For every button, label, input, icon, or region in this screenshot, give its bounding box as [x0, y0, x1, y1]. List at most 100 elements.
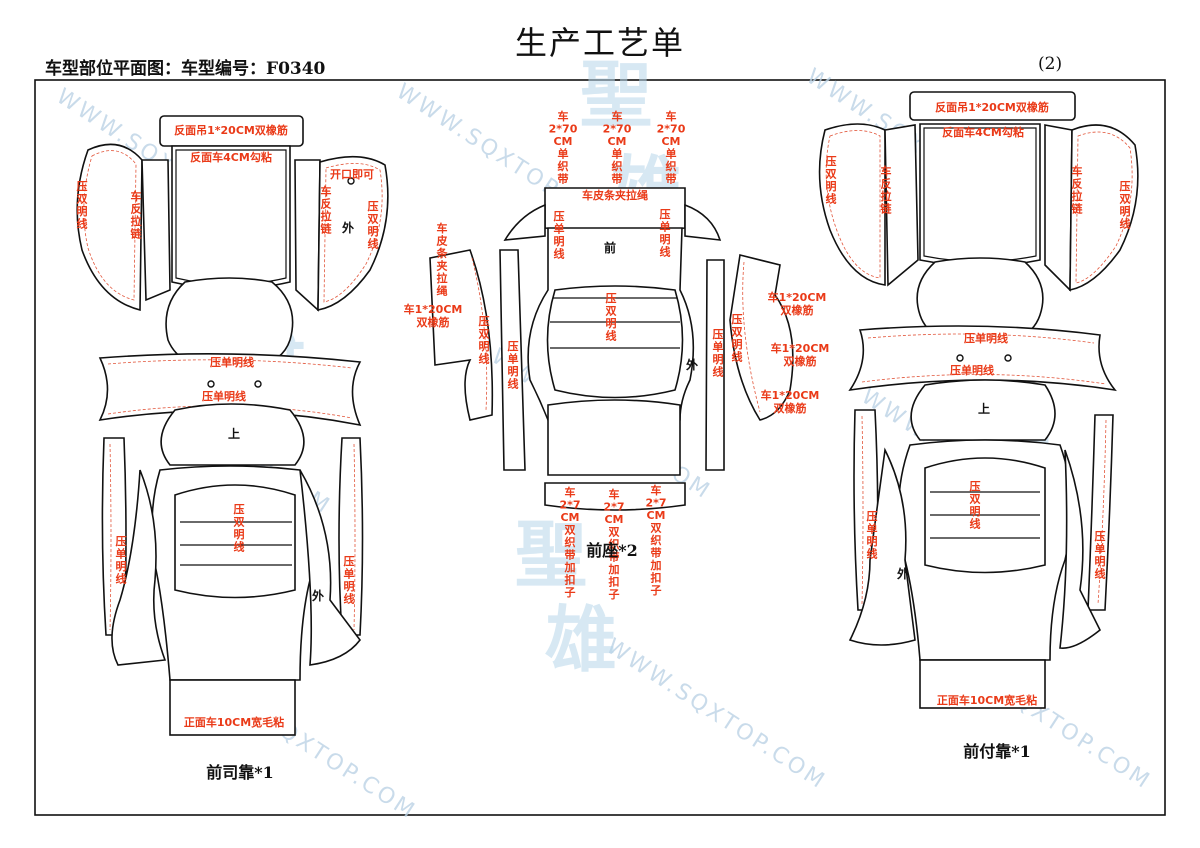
label-seat-left-side: 压单明线: [508, 339, 519, 391]
passenger-left-flap: [848, 447, 916, 646]
label-seat-right-rubber-3b: 双橡筋: [774, 401, 807, 415]
label-passenger-right-side: 车反拉链: [1072, 164, 1084, 216]
stitch-line: [867, 333, 1095, 344]
driver-top-panel: [171, 145, 291, 290]
label-passenger-top-strip: 反面吊1*20CM双橡筋: [935, 100, 1049, 114]
stitch-line: [353, 443, 356, 631]
stitch-line: [861, 374, 1107, 385]
passenger-top-strip: [909, 91, 1076, 121]
stitch-line: [1075, 131, 1133, 284]
passenger-bottom-piece: [919, 659, 1046, 709]
stitch-line: [861, 415, 864, 605]
label-driver-top-panel: 反面车4CM勾粘: [190, 150, 272, 164]
label-seat-left-flap-top: 车皮条夹拉绳: [436, 221, 449, 298]
seat-right-strip: [705, 259, 725, 471]
driver-hole: [254, 380, 262, 388]
label-driver-top-strip: 反面吊1*20CM双橡筋: [174, 123, 288, 137]
driver-right-wing: [317, 155, 389, 311]
stitch-line: [109, 443, 112, 631]
watermark-brand: 聖: [515, 512, 587, 597]
label-passenger-band-upper: 压单明线: [964, 331, 1008, 345]
stitch-line: [742, 261, 761, 413]
label-driver-outer-2: 外: [312, 588, 324, 603]
label-driver-outer: 外: [342, 220, 354, 235]
seat-right-ear: [684, 203, 722, 241]
label-seat-right-inner: 压单明线: [660, 207, 671, 259]
seat-front-nose: [547, 399, 681, 476]
passenger-right-side: [1044, 124, 1073, 292]
label-seat-outer: 外: [686, 357, 698, 372]
seat-left-strip: [499, 249, 526, 471]
model-subtitle: 车型部位平面图：车型编号：F0340: [45, 59, 326, 79]
label-driver-bottom: 正面车10CM宽毛粘: [184, 715, 284, 729]
label-seat-right-rubber-2a: 车1*20CM: [771, 341, 830, 355]
label-seat-right-rubber-2b: 双橡筋: [784, 354, 817, 368]
driver-hole: [207, 380, 215, 388]
driver-right-strip: [338, 437, 364, 636]
label-driver-right-side: 车反拉链: [321, 184, 333, 236]
passenger-left-side: [884, 124, 919, 287]
passenger-right-wing: [1069, 124, 1139, 291]
driver-left-flap: [111, 469, 167, 666]
label-seat-right-rubber-1b: 双橡筋: [781, 303, 814, 317]
label-passenger-right-strip: 压单明线: [1095, 529, 1106, 581]
label-driver-band-lower: 压单明线: [202, 389, 246, 403]
label-driver-up: 上: [228, 426, 240, 441]
label-passenger-left-wing: 压双明线: [826, 154, 837, 206]
label-passenger-top-panel: 反面车4CM勾粘: [942, 125, 1024, 139]
label-seat-right-rubber-3a: 车1*20CM: [761, 388, 820, 402]
page-title: 生产工艺单: [514, 24, 685, 62]
sheet-frame: [34, 79, 1166, 816]
label-driver-left-strip: 压单明线: [116, 534, 127, 586]
label-seat-right-side: 压单明线: [713, 327, 724, 379]
stitch-line: [471, 257, 488, 411]
driver-back-pattern: 反面吊1*20CM双橡筋 反面车4CM勾粘 压双明线 车反拉链 车反拉链 压双明…: [76, 115, 389, 782]
passenger-top-panel: [919, 123, 1041, 267]
passenger-right-flap: [1059, 449, 1102, 649]
passenger-band: [848, 325, 1117, 392]
driver-main-body: [151, 465, 315, 681]
label-seat-left-flap-rubber-b: 双橡筋: [417, 315, 450, 329]
seat-right-flap: [729, 254, 794, 421]
label-seat-front: 前: [604, 240, 616, 255]
driver-bottom-piece: [169, 679, 296, 736]
label-passenger-outer: 外: [897, 566, 909, 581]
label-driver-main: 压双明线: [234, 502, 245, 554]
label-passenger-bottom: 正面车10CM宽毛粘: [937, 693, 1037, 707]
passenger-hole: [1004, 354, 1012, 362]
caption-driver-back: 前司靠*1: [206, 763, 274, 782]
label-driver-right-strip: 压单明线: [344, 554, 355, 606]
passenger-main-panel: [924, 457, 1046, 574]
label-driver-right-wing: 压双明线: [368, 199, 379, 251]
label-passenger-up: 上: [978, 401, 990, 416]
watermark-url: WWW.SQXTOP.COM: [602, 634, 831, 795]
label-driver-band-upper: 压单明线: [210, 355, 254, 369]
label-passenger-left-side: 车反拉链: [881, 164, 893, 216]
label-driver-left-side: 车反拉链: [131, 189, 143, 241]
label-seat-top-band: 车皮条夹拉绳: [582, 188, 648, 202]
stitch-line: [1097, 419, 1107, 605]
driver-main-panel: [174, 484, 296, 599]
stitch-line: [825, 130, 881, 279]
seat-center-panel: [546, 285, 684, 399]
seat-bottom-strip: [544, 482, 686, 511]
label-passenger-left-strip: 压单明线: [867, 509, 878, 561]
stitch-line: [83, 150, 137, 301]
passenger-left-wing: [818, 123, 886, 286]
driver-upper-cushion: [160, 403, 305, 466]
label-seat-center: 压双明线: [606, 291, 617, 343]
label-seat-right-flap-line: 压双明线: [732, 312, 743, 364]
passenger-right-strip: [1087, 414, 1114, 611]
passenger-upper-cushion: [910, 379, 1056, 441]
label-passenger-main: 压双明线: [970, 479, 981, 531]
watermark-brand: 聖: [580, 52, 652, 137]
caption-front-seat: 前座*2: [586, 541, 638, 560]
label-passenger-band-lower: 压单明线: [950, 363, 994, 377]
